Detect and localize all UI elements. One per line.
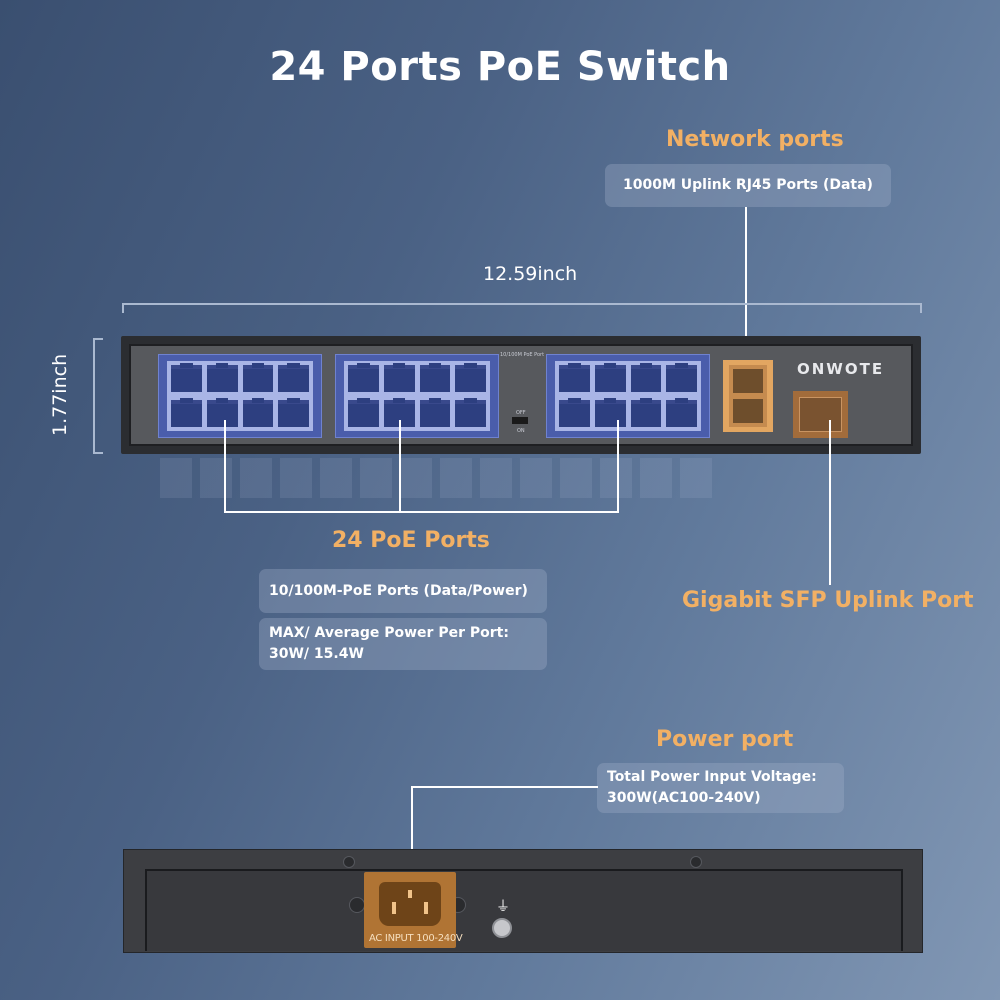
network-ports-leader-line xyxy=(745,207,747,375)
poe-port xyxy=(242,363,274,392)
screw-icon xyxy=(349,897,365,913)
poe-power-line-1: MAX/ Average Power Per Port: xyxy=(269,625,509,641)
poe-port xyxy=(278,363,309,392)
ac-input-label: AC INPUT 100-240V xyxy=(369,933,463,944)
height-dimension-tick-bottom xyxy=(93,452,103,454)
poe-leader-line-3 xyxy=(617,420,619,513)
poe-power-line-2: 30W/ 15.4W xyxy=(269,646,364,662)
power-leader-line-h xyxy=(411,786,598,788)
ac-pin-ground xyxy=(408,890,412,898)
switch-reflection xyxy=(160,458,720,498)
network-ports-heading: Network ports xyxy=(666,127,844,152)
poe-port xyxy=(630,398,662,427)
poe-port xyxy=(559,363,590,392)
poe-leader-line-1 xyxy=(224,420,226,513)
poe-bracket-line xyxy=(224,511,619,513)
uplink-rj45-port xyxy=(733,399,763,423)
height-dimension-line xyxy=(93,338,95,453)
poe-panel-label: 10/100M PoE Port xyxy=(500,352,545,358)
ac-power-inlet: AC INPUT 100-240V xyxy=(364,872,463,948)
poe-ports-callout-power: MAX/ Average Power Per Port: 30W/ 15.4W xyxy=(259,618,547,670)
poe-port xyxy=(242,398,274,427)
uplink-rj45-ports xyxy=(723,360,773,432)
width-dimension-tick-left xyxy=(122,303,124,313)
width-dimension-tick-right xyxy=(920,303,922,313)
screw-icon xyxy=(343,856,355,868)
ac-pin-neutral xyxy=(424,902,428,914)
poe-leader-line-2 xyxy=(399,420,401,513)
power-callout-line-1: Total Power Input Voltage: xyxy=(607,769,817,785)
switch-rear-panel xyxy=(145,869,903,951)
poe-port xyxy=(455,398,486,427)
height-dimension-label: 1.77inch xyxy=(49,353,71,436)
sfp-port-heading: Gigabit SFP Uplink Port xyxy=(682,588,974,613)
ground-symbol-icon: ⏚ xyxy=(496,899,510,915)
mode-toggle-switch[interactable] xyxy=(512,417,528,424)
poe-port xyxy=(383,363,415,392)
poe-port xyxy=(348,363,379,392)
power-port-heading: Power port xyxy=(656,727,794,752)
network-ports-callout: 1000M Uplink RJ45 Ports (Data) xyxy=(605,164,891,207)
toggle-label-off: OFF xyxy=(516,410,526,416)
poe-port xyxy=(348,398,379,427)
ac-pin-line xyxy=(392,902,396,914)
power-leader-line-v xyxy=(411,786,413,886)
poe-port xyxy=(206,398,238,427)
poe-port xyxy=(419,363,451,392)
ground-terminal xyxy=(492,918,512,938)
power-callout-line-2: 300W(AC100-240V) xyxy=(607,790,761,806)
poe-port-group-1 xyxy=(158,354,322,438)
poe-ports-callout-speed: 10/100M-PoE Ports (Data/Power) xyxy=(259,569,547,613)
poe-port xyxy=(594,363,626,392)
poe-port xyxy=(455,363,486,392)
poe-port xyxy=(171,398,202,427)
height-dimension-tick-top xyxy=(93,338,103,340)
poe-port xyxy=(559,398,590,427)
ac-socket xyxy=(379,882,441,926)
screw-icon xyxy=(690,856,702,868)
poe-port-group-2 xyxy=(335,354,499,438)
sfp-leader-line xyxy=(829,420,831,585)
toggle-label-on: ON xyxy=(517,428,525,434)
brand-logo: ONWOTE xyxy=(797,360,885,378)
width-dimension-line xyxy=(122,303,922,305)
poe-ports-heading: 24 PoE Ports xyxy=(332,528,490,553)
poe-port xyxy=(630,363,662,392)
power-port-callout: Total Power Input Voltage: 300W(AC100-24… xyxy=(597,763,844,813)
poe-port xyxy=(206,363,238,392)
uplink-rj45-port xyxy=(733,369,763,393)
poe-port xyxy=(666,398,697,427)
poe-port xyxy=(278,398,309,427)
poe-port-group-3 xyxy=(546,354,710,438)
poe-port xyxy=(419,398,451,427)
poe-port xyxy=(594,398,626,427)
sfp-port xyxy=(793,391,848,438)
poe-port xyxy=(171,363,202,392)
page-title: 24 Ports PoE Switch xyxy=(269,44,731,90)
width-dimension-label: 12.59inch xyxy=(483,263,578,285)
poe-port xyxy=(666,363,697,392)
